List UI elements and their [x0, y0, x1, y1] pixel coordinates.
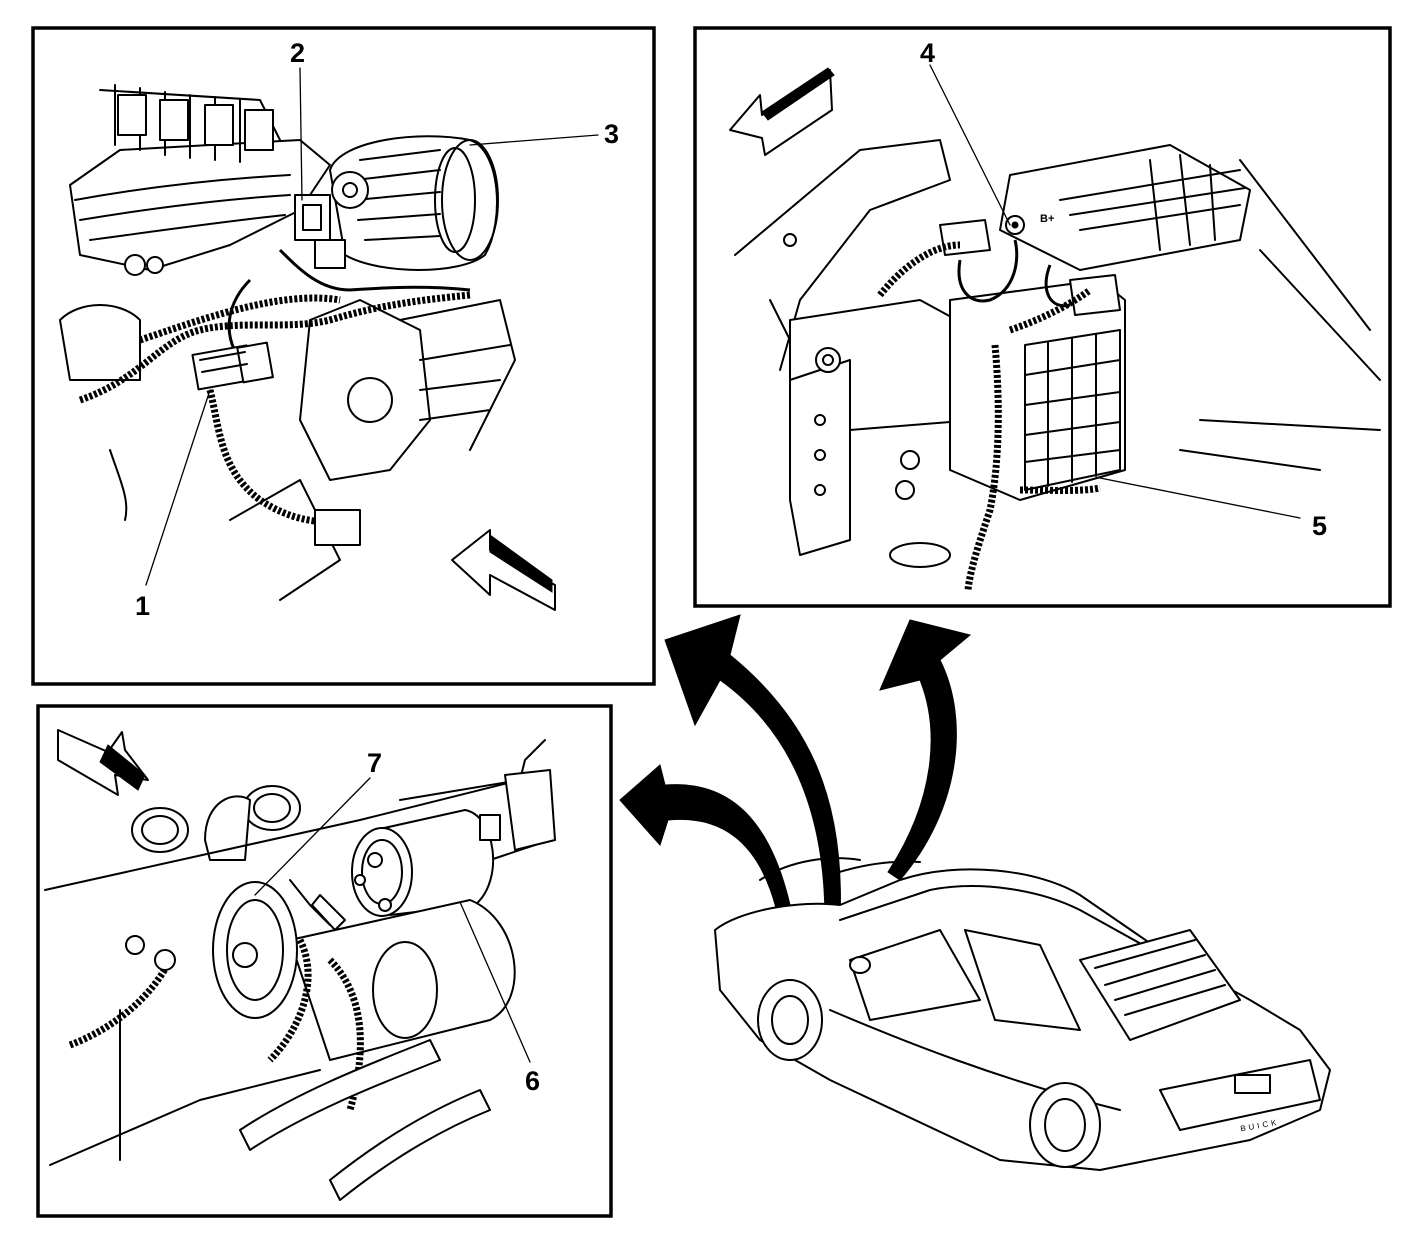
fender-structure-illustration — [734, 139, 1381, 471]
connector-illustration — [294, 194, 346, 269]
callout-1-leader — [145, 389, 211, 586]
callout-7-leader — [254, 777, 371, 896]
battery-cable-illustration — [877, 215, 1101, 591]
starter-panel: 7 6 — [36, 704, 613, 1218]
fuse-block-illustration — [999, 144, 1251, 271]
starter-motor-illustration — [212, 881, 516, 1061]
callout-2-leader — [299, 67, 303, 201]
starter-cable-illustration — [68, 879, 491, 1201]
callout-4: 4 — [920, 38, 935, 68]
callout-6-leader — [459, 901, 531, 1063]
callout-5-leader — [1099, 477, 1301, 519]
callout-7: 7 — [367, 748, 382, 778]
engine-panel: 1 2 3 — [31, 26, 656, 686]
callout-5: 5 — [1312, 511, 1327, 541]
harness-connector-illustration — [314, 509, 361, 546]
callout-1: 1 — [135, 591, 150, 621]
callout-3: 3 — [604, 119, 619, 149]
battery-housing-illustration — [939, 219, 1126, 501]
pcm-connector-illustration — [191, 341, 274, 391]
engine-block-illustration — [59, 299, 516, 601]
callout-4-leader — [929, 64, 1011, 226]
generator-illustration — [329, 135, 499, 271]
callout-2: 2 — [290, 38, 305, 68]
callout-6: 6 — [525, 1066, 540, 1096]
forward-arrow-icon — [729, 67, 835, 156]
mount-ring-illustration — [131, 785, 301, 861]
battery-panel: B+ 4 5 — [693, 26, 1392, 608]
battery-tray-illustration — [789, 299, 976, 568]
callout-3-leader — [469, 134, 599, 146]
battery-terminal-label: B+ — [1040, 213, 1054, 225]
rearward-arrow-icon — [57, 729, 149, 796]
starter-solenoid-illustration — [351, 809, 501, 917]
locator-arrow-to-battery-icon — [879, 619, 972, 881]
frame-rail-illustration — [44, 739, 556, 1166]
front-arrow-icon — [451, 529, 556, 611]
vehicle-illustration: BUICK — [714, 857, 1331, 1171]
locator-arrow-to-engine-icon — [664, 614, 841, 921]
intake-manifold-illustration — [69, 84, 331, 276]
locator-arrow-to-starter-icon — [619, 764, 791, 909]
